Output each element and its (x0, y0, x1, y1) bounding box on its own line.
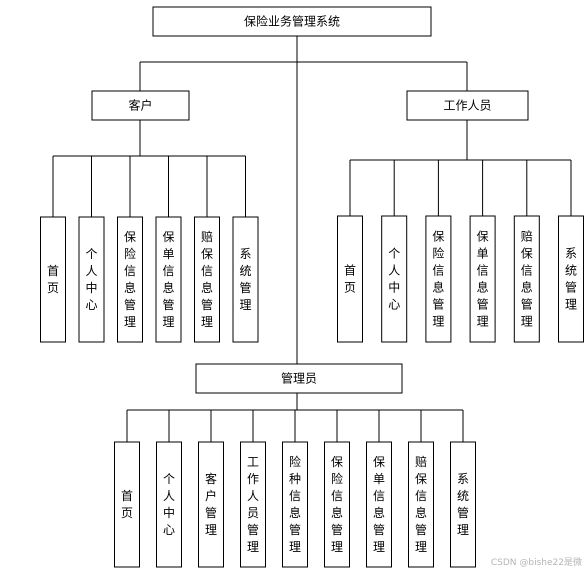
customer-module-5-label: 系统管理 (239, 247, 251, 312)
admin-module-0-label: 首页 (121, 489, 133, 520)
staff-module-3-label: 保单信息管理 (477, 230, 489, 329)
admin-module-4: 险种信息管理 (282, 441, 308, 568)
admin-module-3-label: 工作人员管理 (247, 455, 259, 554)
staff-module-5-label: 系统管理 (565, 247, 577, 312)
customer-module-1: 个人中心 (78, 216, 105, 343)
admin-module-1-box (156, 441, 182, 568)
staff-module-5-box (558, 215, 584, 343)
admin-module-4-label: 险种信息管理 (289, 454, 301, 554)
root-node: 保险业务管理系统 (152, 6, 432, 37)
admin-module-2-label: 客户管理 (205, 471, 217, 537)
customer-node-box (91, 90, 190, 121)
customer-module-3-box (155, 216, 182, 343)
customer-module-4-label: 赔保信息管理 (201, 229, 213, 329)
customer-module-1-box (78, 216, 105, 343)
admin-module-4-box (282, 441, 308, 568)
customer-module-2: 保险信息管理 (117, 216, 143, 343)
staff-module-4-box (513, 215, 540, 343)
staff-module-3: 保单信息管理 (469, 215, 496, 343)
staff-module-0: 首页 (337, 215, 363, 343)
admin-module-2: 客户管理 (198, 441, 224, 568)
customer-module-5: 系统管理 (232, 216, 259, 343)
staff-node: 工作人员 (406, 90, 529, 121)
staff-module-4: 赔保信息管理 (513, 215, 540, 343)
staff-module-1-box (381, 215, 408, 343)
staff-module-2-label: 保险信息管理 (432, 230, 444, 329)
connector-lines (52, 36, 572, 442)
staff-module-1: 个人中心 (381, 215, 408, 343)
staff-node-label: 工作人员 (443, 99, 491, 113)
staff-module-4-label: 赔保信息管理 (521, 229, 533, 329)
staff-node-box (406, 90, 529, 121)
customer-module-0-box (40, 216, 66, 343)
customer-module-0: 首页 (40, 216, 66, 343)
admin-module-1: 个人中心 (156, 441, 182, 568)
staff-module-0-box (337, 215, 363, 343)
customer-module-0-label: 首页 (47, 264, 59, 295)
watermark: CSDN @bishe22是微 (490, 558, 582, 568)
admin-module-7: 赔保信息管理 (408, 441, 434, 568)
customer-module-3-label: 保单信息管理 (162, 230, 174, 329)
admin-module-3-box (240, 441, 266, 568)
staff-module-0-label: 首页 (344, 264, 356, 295)
admin-node-label: 管理员 (281, 371, 317, 386)
staff-module-2-box (425, 215, 452, 343)
admin-module-6: 保单信息管理 (366, 441, 392, 568)
customer-module-5-box (232, 216, 259, 343)
staff-module-2: 保险信息管理 (425, 215, 452, 343)
staff-module-5: 系统管理 (558, 215, 584, 343)
admin-module-8-box (450, 441, 476, 568)
admin-module-5-label: 保险信息管理 (331, 455, 343, 554)
admin-node: 管理员 (195, 363, 403, 394)
admin-module-7-label: 赔保信息管理 (415, 454, 427, 554)
admin-module-0: 首页 (114, 441, 140, 568)
customer-module-4-box (194, 216, 220, 343)
admin-module-8: 系统管理 (450, 441, 476, 568)
admin-module-0-box (114, 441, 140, 568)
admin-module-1-label: 个人中心 (163, 472, 175, 537)
admin-module-3: 工作人员管理 (240, 441, 266, 568)
customer-module-2-box (117, 216, 143, 343)
staff-module-1-label: 个人中心 (388, 247, 400, 312)
customer-module-1-label: 个人中心 (85, 247, 97, 312)
admin-module-6-box (366, 441, 392, 568)
root-node-label: 保险业务管理系统 (244, 14, 340, 29)
staff-module-3-box (469, 215, 496, 343)
admin-module-5-box (324, 441, 350, 568)
admin-node-box (195, 363, 403, 394)
customer-node-label: 客户 (128, 98, 152, 113)
admin-module-6-label: 保单信息管理 (373, 455, 385, 554)
admin-module-2-box (198, 441, 224, 568)
root-node-box (152, 6, 432, 37)
admin-module-5: 保险信息管理 (324, 441, 350, 568)
customer-module-2-label: 保险信息管理 (124, 230, 136, 329)
admin-module-8-label: 系统管理 (457, 472, 469, 537)
customer-module-3: 保单信息管理 (155, 216, 182, 343)
customer-module-4: 赔保信息管理 (194, 216, 220, 343)
customer-node: 客户 (91, 90, 190, 121)
admin-module-7-box (408, 441, 434, 568)
diagram-nodes: 保险业务管理系统客户首页个人中心保险信息管理保单信息管理赔保信息管理系统管理工作… (40, 6, 584, 568)
